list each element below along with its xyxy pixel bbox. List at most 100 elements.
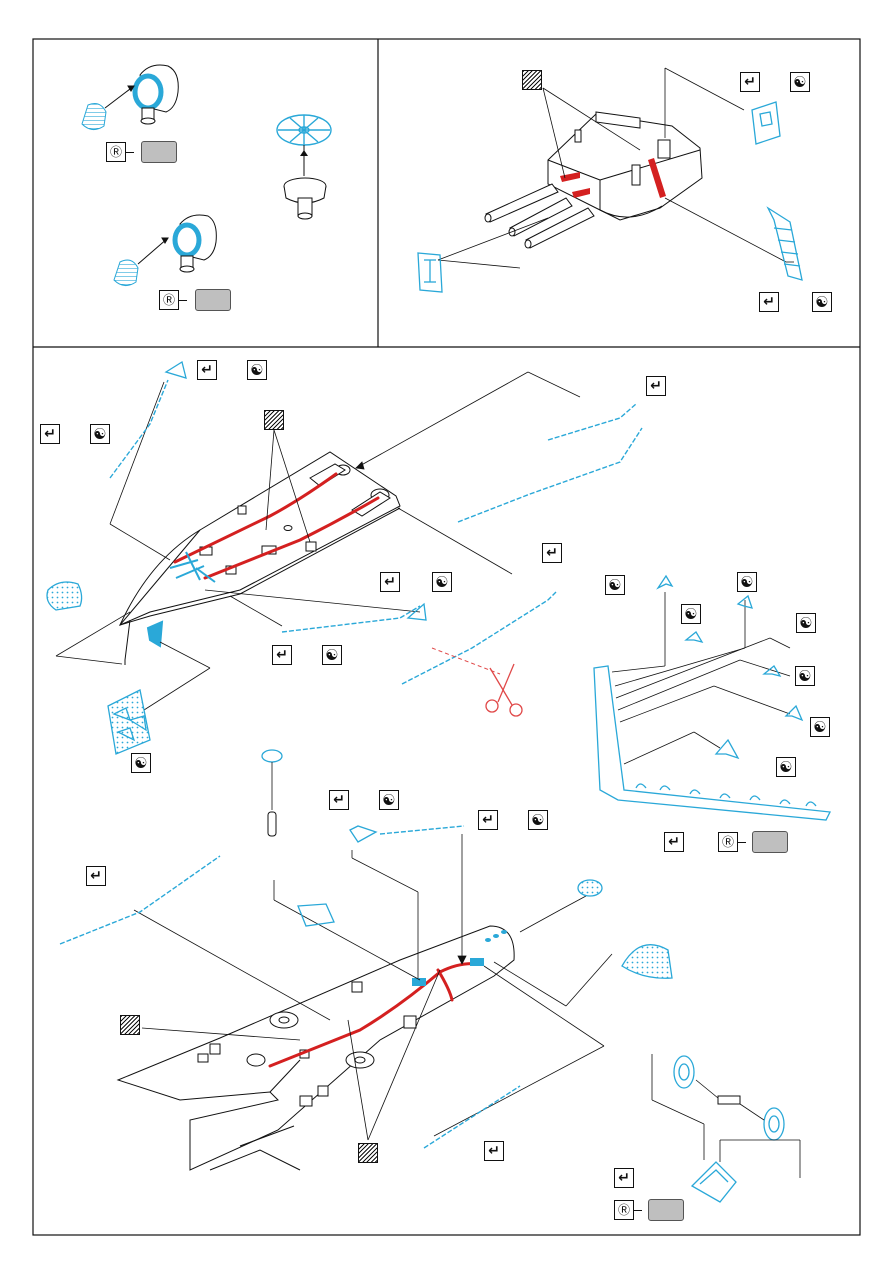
yin-yang-icon: ☯ [90,424,110,444]
breakwater-brackets [656,574,804,760]
yin-yang-symbol: ☯ [798,666,812,685]
yin-yang-icon: ☯ [810,717,830,737]
stern-leaders-lower [133,834,613,1141]
bend-arrow-icon: ↵ [329,790,349,810]
bend-arrow-icon: ↵ [646,376,666,396]
yin-yang-symbol: ☯ [799,613,813,632]
yin-yang-symbol: ☯ [793,72,807,91]
bend-symbol: ↵ [618,1170,630,1186]
bend-arrow-icon: ↵ [86,866,106,886]
bend-arrow-icon: ↵ [664,832,684,852]
tag-connector [634,1210,642,1211]
hatched-paint-icon [522,70,542,90]
turret-etch-parts [417,101,803,293]
bow-hull-upper [118,451,401,665]
bend-symbol: ↵ [90,868,102,884]
panel-frames [32,38,861,1236]
bow-leaders-upper [55,371,581,711]
bow-anchor-chains-upper [173,472,380,580]
stern-etch-shapes-lower [261,749,673,979]
yin-yang-symbol: ☯ [325,645,339,664]
yin-yang-icon: ☯ [131,753,151,773]
bend-symbol: ↵ [482,812,494,828]
bend-arrow-icon: ↵ [197,360,217,380]
searchlight-pedestal [283,177,327,220]
bow-etch-strips-upper [109,379,643,685]
yin-yang-symbol: ☯ [531,810,545,829]
tag-connector [738,842,746,843]
tag-connector [179,300,187,301]
resin-part-tag [195,289,231,311]
bend-arrow-icon: ↵ [542,543,562,563]
resin-part-icon: Ⓡ [159,290,179,310]
bend-arrow-icon: ↵ [740,72,760,92]
searchlight-lower [113,214,217,286]
bend-arrow-icon: ↵ [380,572,400,592]
stern-blue-fittings-lower [412,930,507,986]
yin-yang-symbol: ☯ [815,292,829,311]
yin-yang-symbol: ☯ [250,360,264,379]
searchlight-grille [276,114,332,176]
yin-yang-icon: ☯ [379,790,399,810]
resin-part-icon: Ⓡ [718,832,738,852]
bow-blue-fittings-upper [146,551,216,648]
director-leaders [651,1054,801,1178]
bend-arrow-icon: ↵ [614,1168,634,1188]
bend-arrow-icon: ↵ [484,1141,504,1161]
yin-yang-icon: ☯ [795,666,815,686]
bend-symbol: ↵ [201,362,213,378]
searchlight-upper [81,64,179,130]
turret-leaders [437,67,794,269]
yin-yang-icon: ☯ [737,572,757,592]
yin-yang-symbol: ☯ [684,604,698,623]
yin-yang-symbol: ☯ [813,717,827,736]
bend-arrow-icon: ↵ [478,810,498,830]
yin-yang-icon: ☯ [776,757,796,777]
stern-etch-strips-lower [59,825,521,1149]
bend-symbol: ↵ [546,545,558,561]
yin-yang-icon: ☯ [605,575,625,595]
yin-yang-icon: ☯ [432,572,452,592]
yin-yang-symbol: ☯ [608,575,622,594]
bend-arrow-icon: ↵ [759,292,779,312]
bend-symbol: ↵ [744,74,756,90]
resin-symbol: Ⓡ [162,293,175,307]
bend-symbol: ↵ [44,426,56,442]
turret [484,111,703,249]
resin-part-icon: Ⓡ [614,1200,634,1220]
bend-arrow-icon: ↵ [40,424,60,444]
bow-etch-shapes-upper [46,360,427,755]
yin-yang-symbol: ☯ [435,572,449,591]
cut-line [431,647,501,675]
bend-symbol: ↵ [650,378,662,394]
yin-yang-symbol: ☯ [779,757,793,776]
resin-symbol: Ⓡ [721,835,734,849]
yin-yang-icon: ☯ [812,292,832,312]
tag-connector [126,152,134,153]
resin-symbol: Ⓡ [617,1203,630,1217]
bend-symbol: ↵ [333,792,345,808]
yin-yang-icon: ☯ [790,72,810,92]
breakwater-leaders [611,592,791,765]
outer-frame [32,38,861,1236]
scissors-icon [485,663,523,717]
yin-yang-symbol: ☯ [740,572,754,591]
bend-symbol: ↵ [668,834,680,850]
hatched-paint-icon [120,1015,140,1035]
director-assembly [673,1055,785,1203]
yin-yang-symbol: ☯ [134,753,148,772]
yin-yang-symbol: ☯ [93,424,107,443]
bend-symbol: ↵ [276,647,288,663]
resin-part-icon: Ⓡ [106,142,126,162]
bend-arrow-icon: ↵ [272,645,292,665]
resin-symbol: Ⓡ [109,145,122,159]
yin-yang-icon: ☯ [796,613,816,633]
bend-symbol: ↵ [763,294,775,310]
yin-yang-icon: ☯ [247,360,267,380]
resin-part-tag [141,141,177,163]
yin-yang-icon: ☯ [681,604,701,624]
hatched-paint-icon [358,1143,378,1163]
yin-yang-symbol: ☯ [382,790,396,809]
